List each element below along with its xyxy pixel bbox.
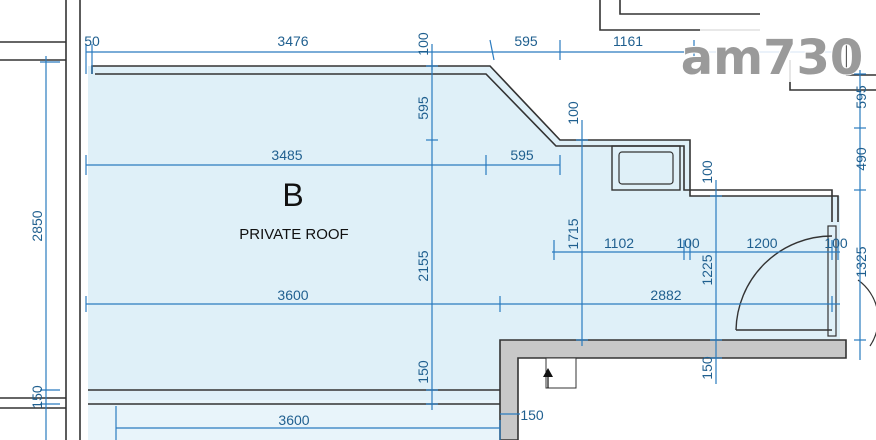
dim-v-100-b: 100 — [699, 160, 715, 184]
dim-v-595: 595 — [415, 96, 431, 120]
dim-left-150: 150 — [29, 385, 45, 409]
private-roof-area — [88, 66, 840, 400]
dim-h-3485: 3485 — [271, 147, 302, 163]
skylight — [611, 145, 681, 191]
dim-top-50: 50 — [84, 33, 100, 49]
parapet-wall — [499, 339, 847, 440]
roof-strip — [88, 400, 500, 440]
dim-h-3600-b: 3600 — [278, 412, 309, 428]
dim-v-1225: 1225 — [699, 254, 715, 285]
dim-top-100: 100 — [415, 32, 431, 56]
dim-h-595: 595 — [510, 147, 534, 163]
dimension-labels: 50 3476 100 595 1161 595 3485 595 100 10… — [29, 32, 869, 428]
dim-right-595: 595 — [853, 85, 869, 109]
dim-left-2850: 2850 — [29, 210, 45, 241]
dim-top-3476: 3476 — [277, 33, 308, 49]
dim-right-490: 490 — [853, 147, 869, 171]
dim-right-1325: 1325 — [853, 246, 869, 277]
dim-h-1200: 1200 — [746, 235, 777, 251]
room-name: PRIVATE ROOF — [239, 226, 348, 243]
dim-top-595: 595 — [514, 33, 538, 49]
dim-top-1161: 1161 — [613, 33, 643, 49]
dim-h-100-b: 100 — [824, 235, 848, 251]
dim-h-150: 150 — [520, 407, 544, 423]
dim-h-100-a: 100 — [676, 235, 700, 251]
dim-h-3600-a: 3600 — [277, 287, 308, 303]
dim-h-1102: 1102 — [604, 235, 634, 251]
dim-v-100-a: 100 — [565, 101, 581, 125]
door — [735, 225, 876, 347]
room-letter: B — [282, 177, 303, 213]
logo-text: am730 — [681, 30, 864, 86]
dim-v-1715: 1715 — [565, 218, 581, 249]
dim-v-150-b: 150 — [699, 356, 715, 380]
dim-v-150-a: 150 — [415, 360, 431, 384]
dim-v-2155: 2155 — [415, 250, 431, 281]
watermark-logo: am730 — [680, 22, 864, 87]
dim-h-2882: 2882 — [650, 287, 681, 303]
